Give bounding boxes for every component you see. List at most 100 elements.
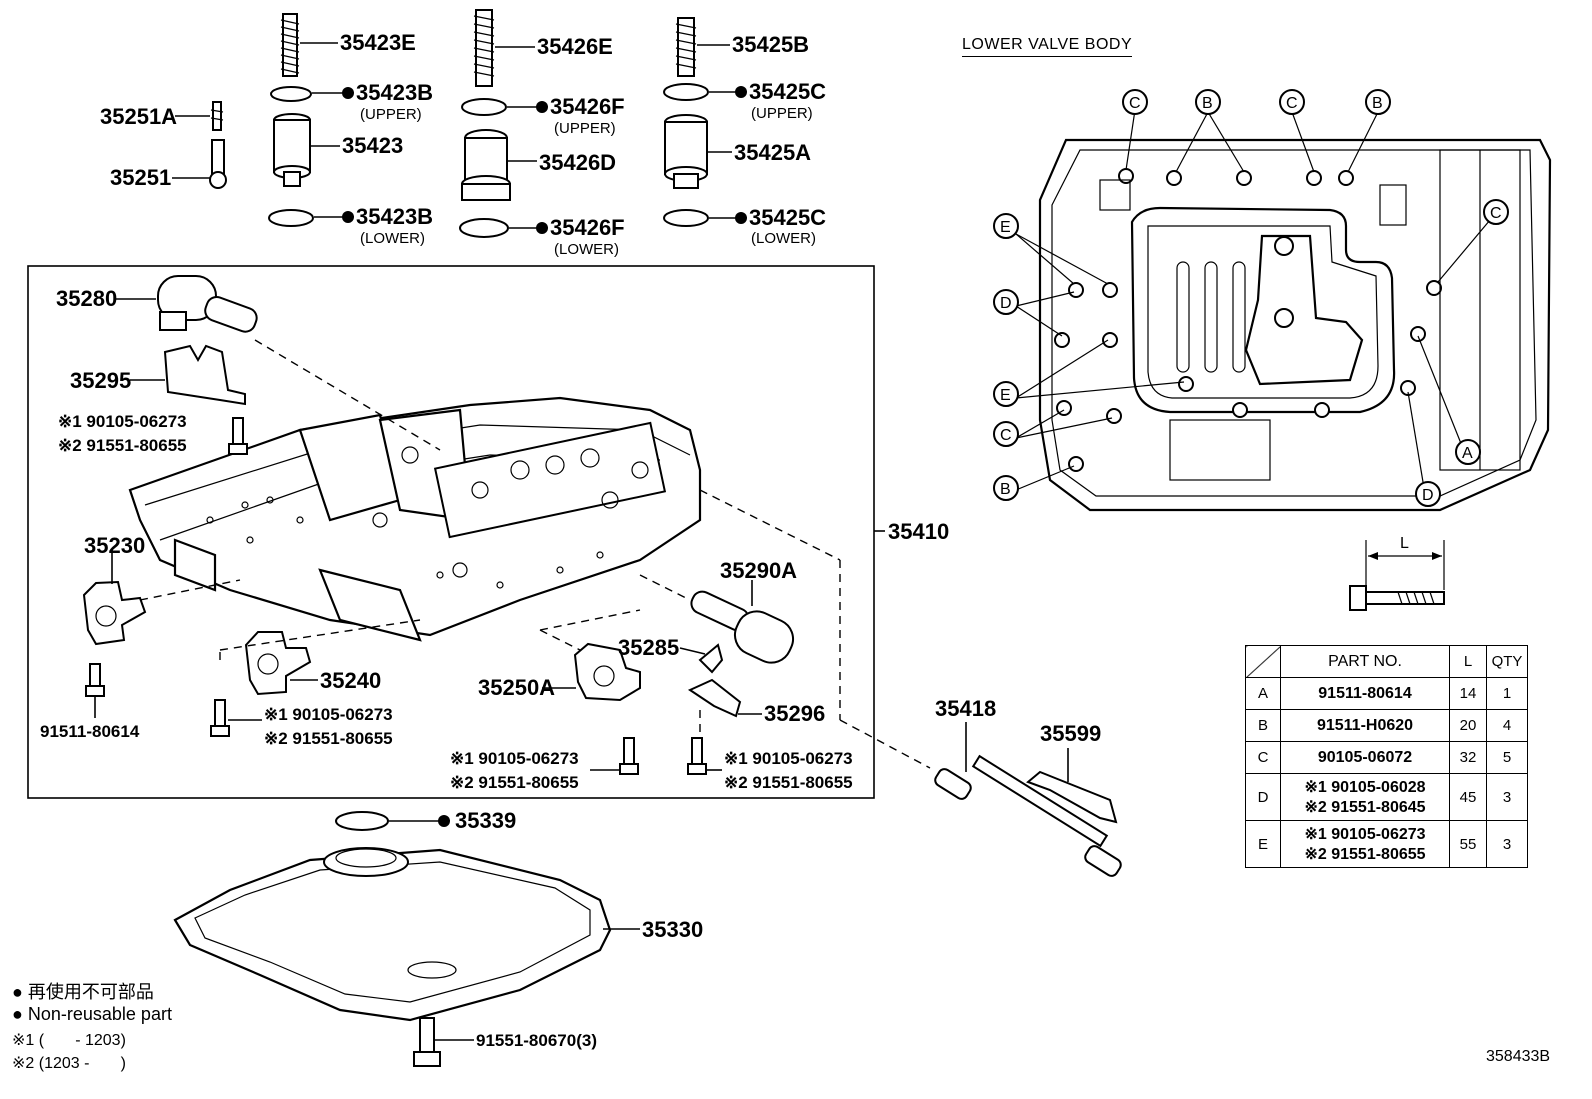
table-cell-qty: 5 [1486, 741, 1528, 774]
svg-text:A: A [1462, 445, 1473, 462]
label-35426f-upper: 35426F [550, 94, 625, 119]
table-cell-l: 20 [1449, 709, 1487, 742]
marker-c-2: C [1279, 89, 1305, 115]
table-cell-qty: 4 [1486, 709, 1528, 742]
solenoid-35240 [244, 631, 312, 696]
table-header-l: L [1449, 645, 1487, 678]
svg-text:C: C [1129, 95, 1141, 112]
o-ring-35426f-lower [459, 218, 509, 238]
label-bolt-4-a: ※1 90105-06273 [724, 749, 853, 768]
label-35418: 35418 [935, 696, 996, 721]
table-row: E ※1 90105-06273 ※2 91551-80655 55 3 [1245, 820, 1528, 868]
marker-c-4: C [993, 421, 1019, 447]
table-cell-part: 91511-H0620 [1280, 709, 1450, 742]
label-35426e: 35426E [537, 34, 613, 59]
marker-b-1: B [1195, 89, 1221, 115]
marker-a-1: A [1455, 439, 1481, 465]
svg-text:C: C [1286, 95, 1298, 112]
o-ring-35423b-lower [268, 209, 314, 227]
label-35425c-lower: 35425C [749, 205, 826, 230]
label-35251a: 35251A [100, 104, 177, 129]
label-bolt-2-a: ※1 90105-06273 [264, 705, 393, 724]
figure-id: 358433B [1486, 1048, 1551, 1065]
spring-35423e [280, 13, 300, 77]
label-91551-80670: 91551-80670(3) [476, 1031, 597, 1050]
label-35425b: 35425B [732, 32, 809, 57]
spring-35426e [473, 9, 495, 87]
label-35423e: 35423E [340, 30, 416, 55]
table-cell-part-2: ※2 91551-80645 [1304, 799, 1426, 816]
o-ring-35425c-upper [663, 83, 709, 101]
table-cell-qty: 1 [1486, 677, 1528, 710]
table-row: D ※1 90105-06028 ※2 91551-80645 45 3 [1245, 773, 1528, 821]
label-35423b-lower: 35423B [356, 204, 433, 229]
label-35290a: 35290A [720, 558, 797, 583]
label-lower-3: (LOWER) [751, 230, 816, 247]
marker-c-1: C [1122, 89, 1148, 115]
table-header-corner [1245, 645, 1281, 678]
valve-body [128, 396, 702, 642]
table-cell-part-2: ※2 91551-80655 [1304, 846, 1426, 863]
table-cell-l: 55 [1449, 820, 1487, 868]
bolt-table: PART NO. L QTY A 91511-80614 14 1 B 9151… [1245, 645, 1528, 868]
bolt-35240 [210, 699, 230, 737]
spring-35425b [675, 17, 697, 77]
bolt-35295 [228, 417, 248, 455]
label-bolt-2-b: ※2 91551-80655 [264, 729, 393, 748]
table-header-row: PART NO. L QTY [1245, 645, 1528, 678]
label-91511-80614: 91511-80614 [40, 722, 140, 741]
label-35280: 35280 [56, 286, 117, 311]
label-upper-3: (UPPER) [751, 105, 813, 122]
bolt-35296 [687, 737, 707, 775]
table-cell-l: 45 [1449, 773, 1487, 821]
label-35285: 35285 [618, 635, 679, 660]
table-cell-key: E [1245, 820, 1281, 868]
marker-b-2: B [1365, 89, 1391, 115]
label-35230: 35230 [84, 533, 145, 558]
svg-text:E: E [1000, 219, 1011, 236]
solenoid-35250a [573, 642, 641, 702]
svg-text:D: D [1000, 295, 1012, 312]
label-bolt-3-a: ※1 90105-06273 [450, 749, 579, 768]
table-cell-l: 14 [1449, 677, 1487, 710]
table-cell-part: 90105-06072 [1280, 741, 1450, 774]
solenoid-35280 [157, 275, 258, 333]
shaft-35418 [934, 754, 1122, 877]
o-ring-35425c-lower [663, 209, 709, 227]
bracket-35296 [687, 678, 742, 718]
marker-e-2: E [993, 381, 1019, 407]
legend-non-reusable-en: ● Non-reusable part [12, 1004, 172, 1024]
bolt-91551-80670 [413, 1017, 441, 1067]
marker-c-3: C [1483, 199, 1509, 225]
lower-valve-body-view [1038, 138, 1552, 512]
table-cell-qty: 3 [1486, 820, 1528, 868]
o-ring-35423b-upper [270, 86, 312, 102]
clip-35285 [698, 643, 724, 674]
label-35423b-upper: 35423B [356, 80, 433, 105]
svg-text:D: D [1422, 487, 1434, 504]
solenoid-35230 [82, 580, 147, 646]
table-cell-key: B [1245, 709, 1281, 742]
o-ring-35339 [335, 811, 389, 831]
table-row: A 91511-80614 14 1 [1245, 677, 1528, 710]
label-35295: 35295 [70, 368, 131, 393]
legend-note-2: ※2 (1203 - ) [12, 1055, 126, 1072]
label-lower-1: (LOWER) [360, 230, 425, 247]
label-length: L [1400, 535, 1409, 552]
table-row: C 90105-06072 32 5 [1245, 741, 1528, 774]
svg-text:B: B [1000, 481, 1011, 498]
table-header-part-no: PART NO. [1280, 645, 1450, 678]
table-cell-key: D [1245, 773, 1281, 821]
spring-35251a [210, 101, 224, 131]
table-cell-key: A [1245, 677, 1281, 710]
label-bolt-1-a: ※1 90105-06273 [58, 412, 187, 431]
svg-text:B: B [1372, 95, 1383, 112]
bolt-91511-80614 [85, 663, 105, 697]
table-header-qty: QTY [1486, 645, 1528, 678]
label-35339: 35339 [455, 808, 516, 833]
table-cell-part: ※1 90105-06273 ※2 91551-80655 [1280, 820, 1450, 868]
valve-35426d [461, 129, 511, 201]
label-upper-1: (UPPER) [360, 106, 422, 123]
marker-e-1: E [993, 213, 1019, 239]
